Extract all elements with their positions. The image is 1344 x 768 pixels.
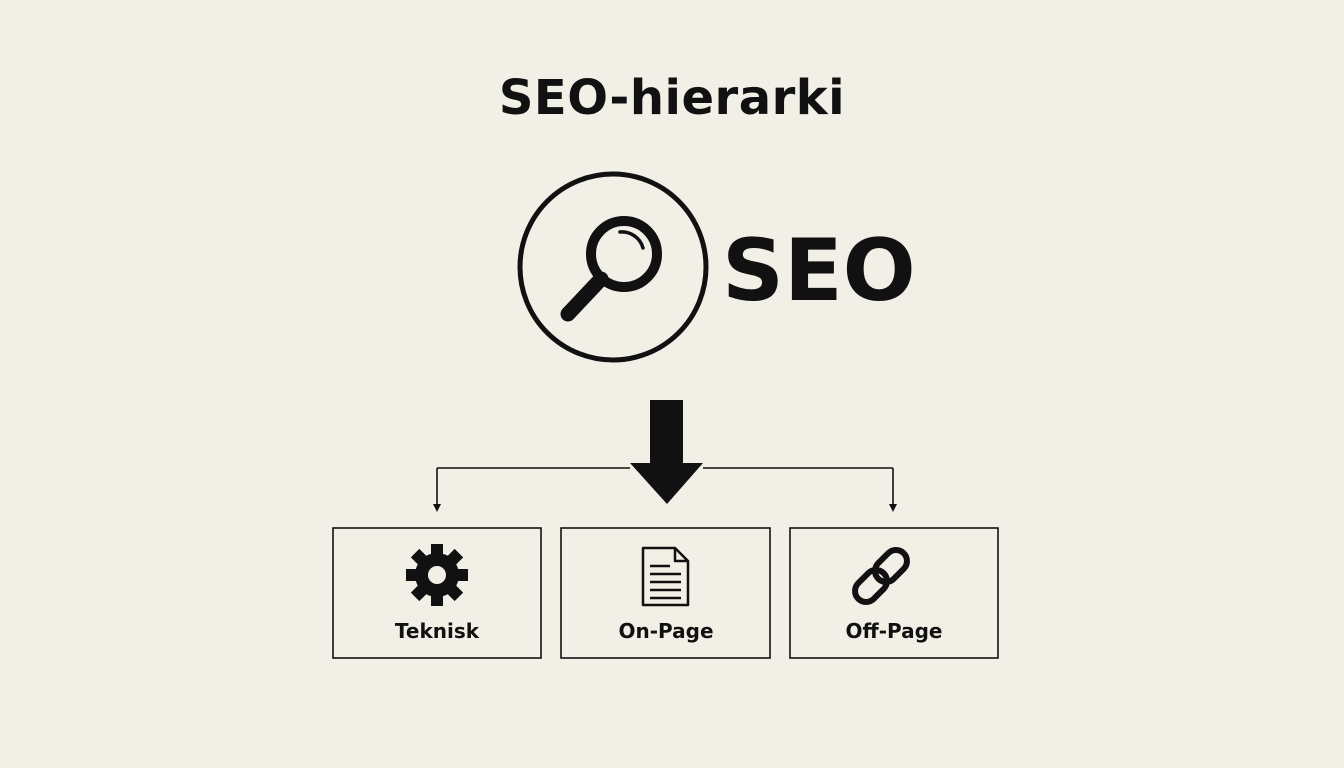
- child-node-on-page: On-Page: [560, 527, 771, 659]
- arrowhead-right: [889, 504, 897, 512]
- root-label: SEO: [722, 221, 916, 321]
- child-label-on-page: On-Page: [618, 619, 713, 643]
- root-node: SEO: [517, 171, 916, 363]
- down-arrow: [630, 400, 703, 504]
- page-title: SEO-hierarki: [498, 70, 846, 126]
- arrowhead-left: [433, 504, 441, 512]
- magnifying-glass-icon: [560, 216, 662, 322]
- gear-icon: [406, 544, 468, 606]
- document-icon: [641, 546, 690, 607]
- child-label-teknisk: Teknisk: [395, 619, 480, 643]
- child-node-off-page: Off-Page: [789, 527, 999, 659]
- branch-connectors: [436, 467, 894, 508]
- root-circle: [517, 171, 709, 363]
- child-label-off-page: Off-Page: [845, 619, 942, 643]
- child-node-teknisk: Teknisk: [332, 527, 542, 659]
- chain-link-icon: [852, 547, 910, 605]
